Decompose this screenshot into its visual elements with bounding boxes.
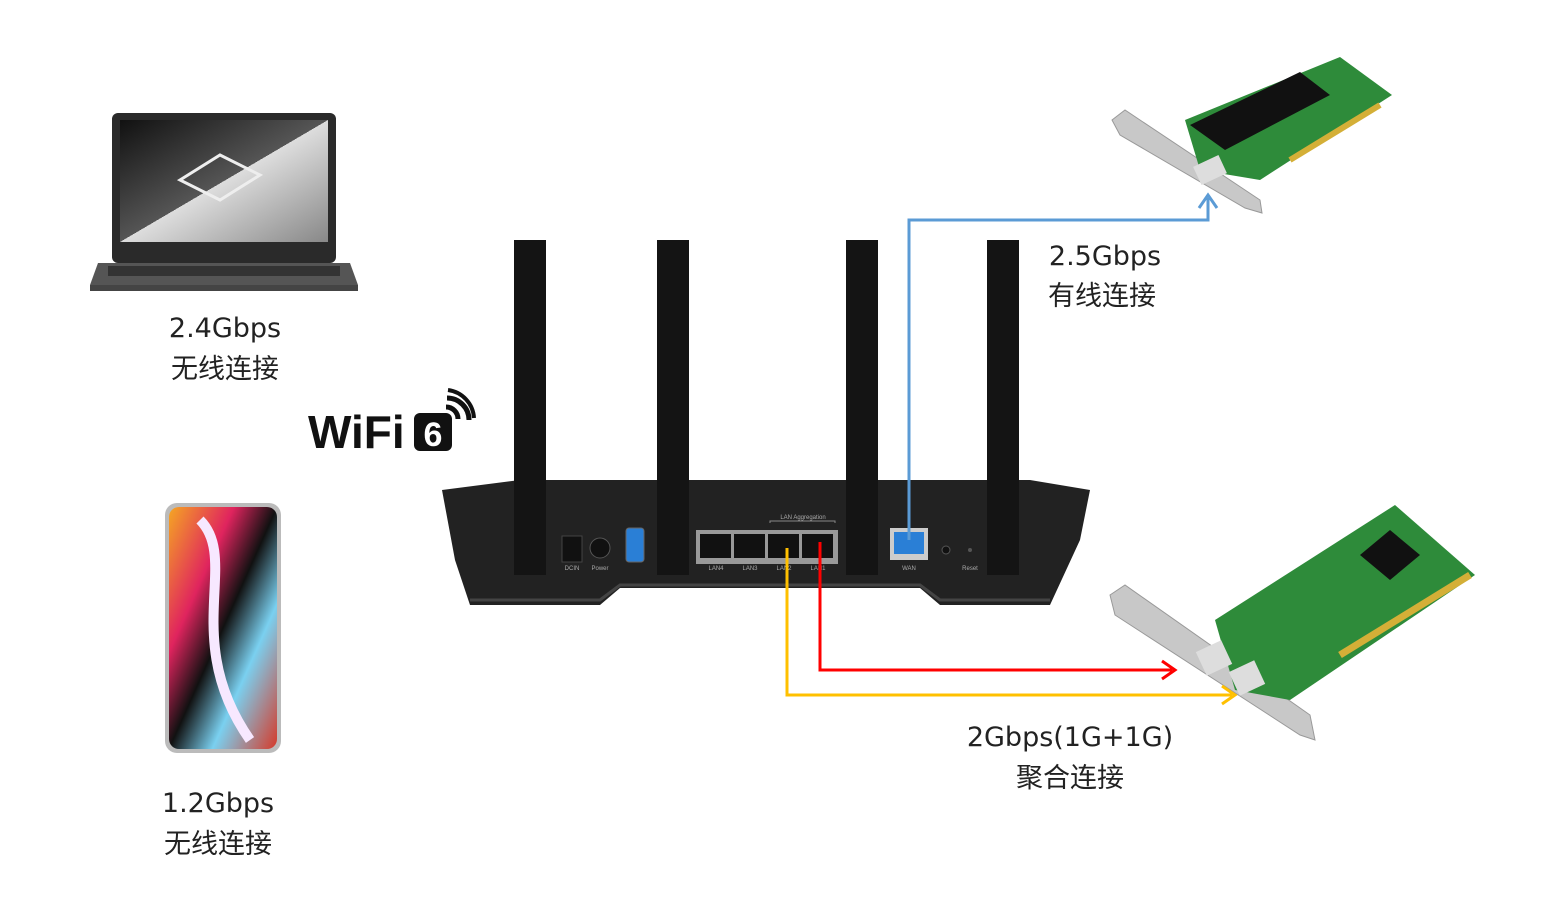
phone-connection-type: 无线连接 <box>164 829 272 860</box>
antenna <box>846 240 878 575</box>
phone-image <box>165 503 281 753</box>
svg-text:LAN3: LAN3 <box>742 566 758 572</box>
svg-text:Power: Power <box>591 566 608 572</box>
phone-speed: 1.2Gbps <box>162 788 274 819</box>
svg-text:DCIN: DCIN <box>565 566 580 572</box>
lan1-connection-line <box>818 542 1178 681</box>
svg-text:LAN2: LAN2 <box>776 566 792 572</box>
nic-dual-gigabit-image <box>1109 505 1475 741</box>
nic-2.5g-speed: 2.5Gbps <box>1049 241 1161 272</box>
svg-text:LAN4: LAN4 <box>708 566 724 572</box>
wifi6-logo: WiFi 6 <box>308 388 476 458</box>
svg-text:WiFi: WiFi <box>308 406 405 458</box>
lan-aggregation-label: LAN Aggregation <box>780 515 825 521</box>
svg-text:6: 6 <box>424 416 443 454</box>
svg-text:WAN: WAN <box>902 566 916 572</box>
laptop-speed: 2.4Gbps <box>169 313 281 344</box>
laptop-image <box>90 113 358 291</box>
nic-dual-speed: 2Gbps(1G+1G) <box>967 722 1173 753</box>
laptop-connection-type: 无线连接 <box>171 354 279 385</box>
nic-2.5g-image <box>1111 57 1392 214</box>
svg-text:LAN1: LAN1 <box>810 566 826 572</box>
antenna <box>657 240 689 575</box>
wan-connection-line <box>907 192 1219 540</box>
svg-text:Reset: Reset <box>962 566 978 572</box>
antenna <box>987 240 1019 575</box>
router-image: LAN Aggregation DCIN Power LAN4 LAN3 LAN… <box>442 240 1090 605</box>
nic-2.5g-connection-type: 有线连接 <box>1048 281 1156 312</box>
lan2-connection-line <box>785 548 1238 706</box>
nic-dual-connection-type: 聚合连接 <box>1016 763 1124 794</box>
antenna <box>514 240 546 575</box>
